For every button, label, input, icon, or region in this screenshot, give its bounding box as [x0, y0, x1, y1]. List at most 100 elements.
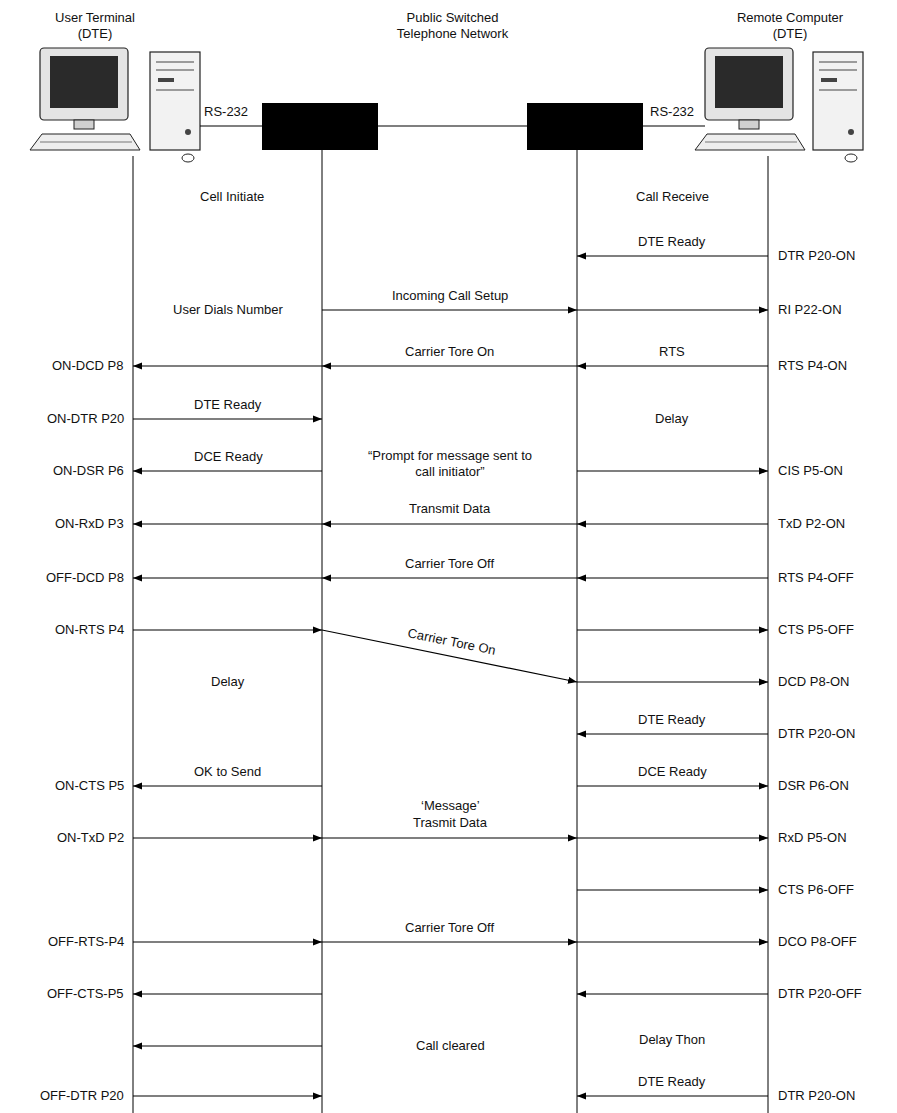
drawn-line	[577, 733, 768, 734]
message-label: DTE Ready	[638, 1074, 705, 1090]
message-label: Carrier Tore Off	[405, 920, 494, 936]
drawn-line	[133, 837, 322, 838]
drawn-line	[133, 1045, 322, 1046]
drawn-polygon	[695, 134, 805, 150]
message-label: Trasmit Data	[413, 815, 487, 831]
drawn-line	[577, 993, 768, 994]
drawn-line	[156, 90, 194, 91]
cable-label: RS-232	[650, 104, 694, 120]
drawn-rect	[158, 78, 174, 82]
title-label: Remote Computer (DTE)	[730, 10, 850, 42]
message-label: Carrier Tore On	[406, 625, 497, 658]
signal-arrows	[133, 256, 768, 1096]
drawn-line	[133, 785, 322, 786]
drawn-line	[156, 70, 194, 71]
pin-label: CTS P6-OFF	[778, 882, 854, 898]
drawn-line	[322, 837, 577, 838]
drawn-line	[577, 309, 768, 310]
pin-label: DTR P20-ON	[778, 248, 855, 264]
drawn-rect	[813, 52, 863, 150]
drawn-rect	[705, 48, 793, 120]
drawn-line	[577, 1095, 768, 1096]
drawn-rect	[40, 48, 128, 120]
drawn-line	[577, 523, 768, 524]
pin-label: OFF-DCD P8	[46, 570, 124, 586]
pin-label: ON-DTR P20	[47, 411, 124, 427]
drawn-line	[133, 993, 322, 994]
drawn-line	[577, 365, 768, 366]
pin-label: OFF-CTS-P5	[47, 986, 124, 1002]
note-label: Delay Thon	[639, 1032, 705, 1048]
drawn-rect	[150, 52, 200, 150]
drawn-line	[819, 90, 857, 91]
pin-label: DCD P8-ON	[778, 674, 850, 690]
drawn-line	[577, 785, 768, 786]
drawn-line	[819, 70, 857, 71]
pin-label: RI P22-ON	[778, 302, 842, 318]
drawn-line	[133, 577, 322, 578]
title-label: Public Switched Telephone Network	[390, 10, 515, 42]
drawn-line	[577, 470, 768, 471]
drawn-line	[322, 365, 577, 366]
drawn-line	[133, 629, 322, 630]
drawn-circle	[185, 129, 191, 135]
pin-label: RTS P4-ON	[778, 358, 847, 374]
message-label: Transmit Data	[409, 501, 490, 517]
pin-label: ON-CTS P5	[55, 778, 124, 794]
rs232-cable	[643, 125, 705, 126]
message-label: DCE Ready	[194, 449, 263, 465]
pin-label: DCO P8-OFF	[778, 934, 857, 950]
drawn-rect	[50, 56, 118, 108]
drawn-line	[819, 62, 857, 63]
pin-label: CIS P5-ON	[778, 463, 843, 479]
drawn-line	[577, 255, 768, 256]
drawn-line	[322, 577, 577, 578]
pin-label: DTR P20-OFF	[778, 986, 862, 1002]
rs232-cable	[200, 125, 262, 126]
drawn-ellipse	[182, 154, 194, 162]
pin-label: ON-TxD P2	[57, 830, 124, 846]
drawn-circle	[848, 129, 854, 135]
drawn-rect	[715, 56, 783, 108]
lifeline	[768, 156, 769, 1113]
note-label: Delay	[655, 411, 688, 427]
drawn-line	[577, 629, 768, 630]
drawn-polygon	[30, 134, 140, 150]
pin-label: OFF-RTS-P4	[48, 934, 124, 950]
message-label: DTE Ready	[638, 712, 705, 728]
drawn-line	[577, 837, 768, 838]
pin-label: ON-DSR P6	[53, 463, 124, 479]
drawn-line	[40, 142, 132, 143]
drawn-line	[322, 941, 577, 942]
modem-box	[527, 103, 643, 150]
drawn-line	[705, 142, 797, 143]
drawn-line	[133, 941, 322, 942]
drawn-ellipse	[845, 154, 857, 162]
drawn-line	[133, 365, 322, 366]
drawn-line	[577, 941, 768, 942]
drawn-line	[133, 470, 322, 471]
drawn-line	[322, 309, 577, 310]
note-label: Call cleared	[416, 1038, 485, 1054]
message-label: DTE Ready	[638, 234, 705, 250]
pin-label: DTR P20-ON	[778, 1088, 855, 1104]
drawn-line	[156, 62, 194, 63]
cable-label: RS-232	[204, 104, 248, 120]
message-label: DCE Ready	[638, 764, 707, 780]
message-label: RTS	[659, 344, 685, 360]
message-label: Carrier Tore On	[405, 344, 494, 360]
pin-label: RxD P5-ON	[778, 830, 847, 846]
message-label: ‘Message’	[421, 798, 480, 814]
message-label: OK to Send	[194, 764, 261, 780]
drawn-line	[133, 418, 322, 419]
drawn-line	[577, 681, 768, 682]
lifeline	[133, 156, 134, 1113]
pin-label: RTS P4-OFF	[778, 570, 854, 586]
phase-label: Cell Initiate	[200, 189, 264, 205]
phase-label: Call Receive	[636, 189, 709, 205]
pin-label: DTR P20-ON	[778, 726, 855, 742]
title-label: User Terminal (DTE)	[45, 10, 145, 42]
pin-label: CTS P5-OFF	[778, 622, 854, 638]
pin-label: TxD P2-ON	[778, 516, 845, 532]
